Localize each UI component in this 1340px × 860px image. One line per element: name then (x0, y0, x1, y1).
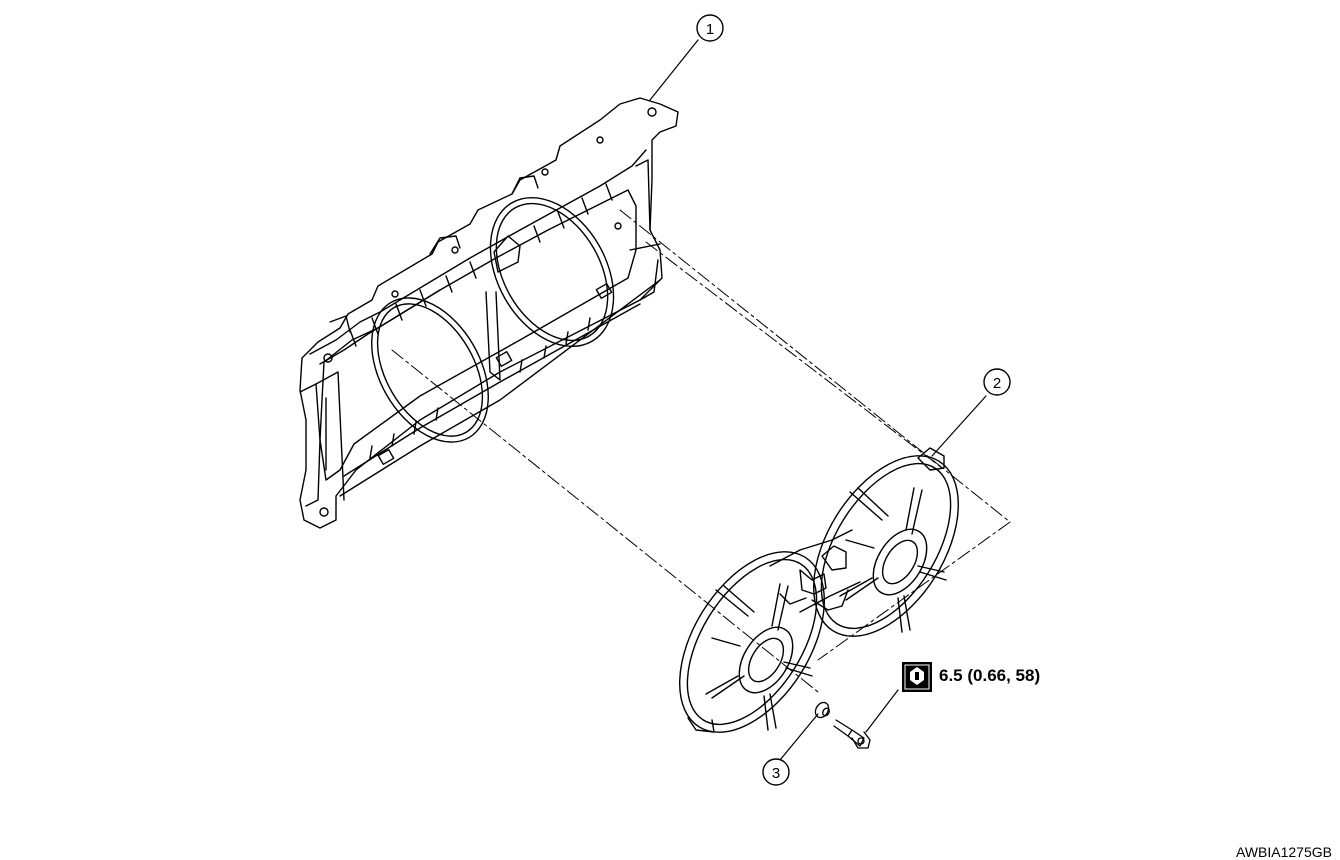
callout-2: 2 (983, 368, 1011, 396)
callout-2-label: 2 (993, 375, 1001, 392)
projection-lines (391, 209, 1011, 693)
callout-3: 3 (762, 758, 790, 786)
radiator-core-support (299, 97, 679, 529)
figure-code: AWBIA1275GB (1236, 844, 1332, 860)
torque-spec: 6.5 (0.66, 58) (939, 666, 1041, 685)
cooling-fan-assembly (678, 447, 960, 733)
callout-leaders (649, 39, 987, 761)
callout-3-label: 3 (772, 765, 780, 782)
callout-1-label: 1 (706, 21, 714, 38)
callout-1: 1 (696, 14, 724, 42)
bushing-collar (814, 701, 830, 719)
torque-wrench-icon (902, 662, 932, 692)
fan-mounting-bolt (833, 719, 871, 749)
